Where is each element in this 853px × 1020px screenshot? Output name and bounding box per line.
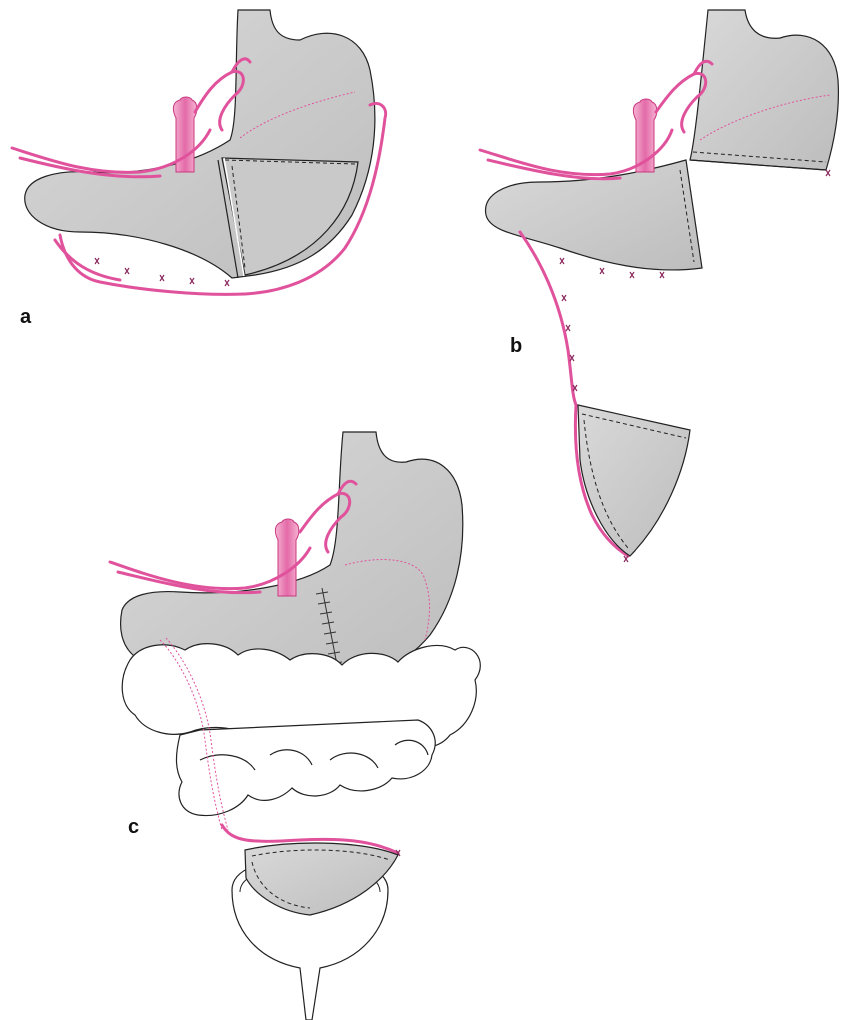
aorta-c — [275, 519, 298, 596]
panel-label-b: b — [510, 335, 522, 358]
panel-label-c: c — [128, 816, 139, 839]
panel-a — [12, 10, 386, 294]
panel-label-a: a — [20, 306, 31, 329]
stomach-lower-b — [486, 160, 702, 270]
panel-c — [110, 432, 480, 1020]
excised-segment-b — [578, 405, 690, 556]
panel-b — [480, 10, 838, 562]
stomach-upper-b — [690, 10, 838, 170]
